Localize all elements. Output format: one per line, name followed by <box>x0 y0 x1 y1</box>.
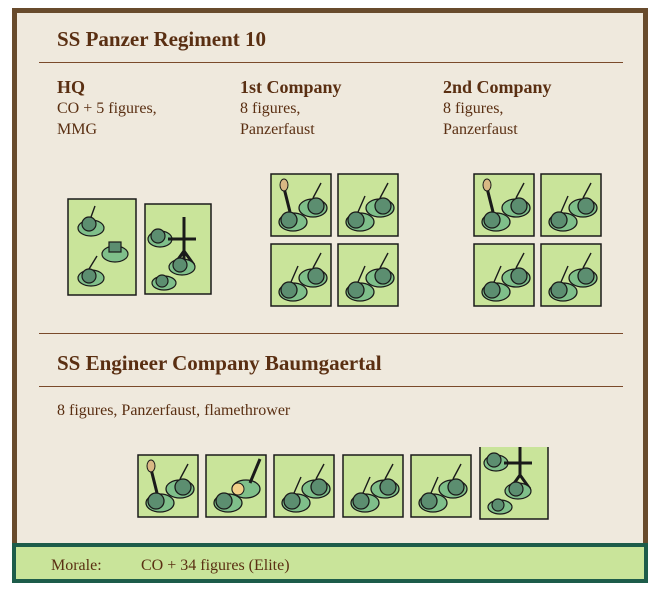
soldier-stand-icon <box>270 173 400 308</box>
divider <box>39 333 623 334</box>
company1-desc-line2: Panzerfaust <box>240 119 315 140</box>
morale-label: Morale: <box>51 557 102 575</box>
engineer-stands <box>137 447 557 547</box>
company1-desc: 8 figures, Panzerfaust <box>240 98 315 140</box>
company2-desc-line2: Panzerfaust <box>443 119 518 140</box>
company2-name: 2nd Company <box>443 77 552 98</box>
morale-bar: Morale: CO + 34 figures (Elite) <box>12 543 648 583</box>
company1-name: 1st Company <box>240 77 342 98</box>
morale-value: CO + 34 figures (Elite) <box>141 557 290 575</box>
machine-gun-icon <box>144 203 212 295</box>
divider <box>39 386 623 387</box>
unit-card: SS Panzer Regiment 10 HQ CO + 5 figures,… <box>12 8 648 583</box>
engineer-title: SS Engineer Company Baumgaertal <box>57 351 382 376</box>
regiment-title: SS Panzer Regiment 10 <box>57 27 266 52</box>
company2-desc-line1: 8 figures, <box>443 98 518 119</box>
hq-desc: CO + 5 figures, MMG <box>57 98 157 140</box>
hq-name: HQ <box>57 77 85 98</box>
flamethrower-icon <box>206 455 266 517</box>
hq-co-stand <box>67 198 137 296</box>
company1-desc-line1: 8 figures, <box>240 98 315 119</box>
company2-stands <box>473 173 603 308</box>
divider <box>39 62 623 63</box>
hq-desc-line2: MMG <box>57 119 157 140</box>
hq-mmg-stand <box>144 203 212 295</box>
soldier-stand-icon <box>137 447 557 547</box>
engineer-desc: 8 figures, Panzerfaust, flamethrower <box>57 400 290 421</box>
hq-desc-line1: CO + 5 figures, <box>57 98 157 119</box>
co-stand-icon <box>480 447 548 519</box>
soldier-stand-icon <box>67 198 137 296</box>
company2-desc: 8 figures, Panzerfaust <box>443 98 518 140</box>
soldier-stand-icon <box>473 173 603 308</box>
company1-stands <box>270 173 400 308</box>
